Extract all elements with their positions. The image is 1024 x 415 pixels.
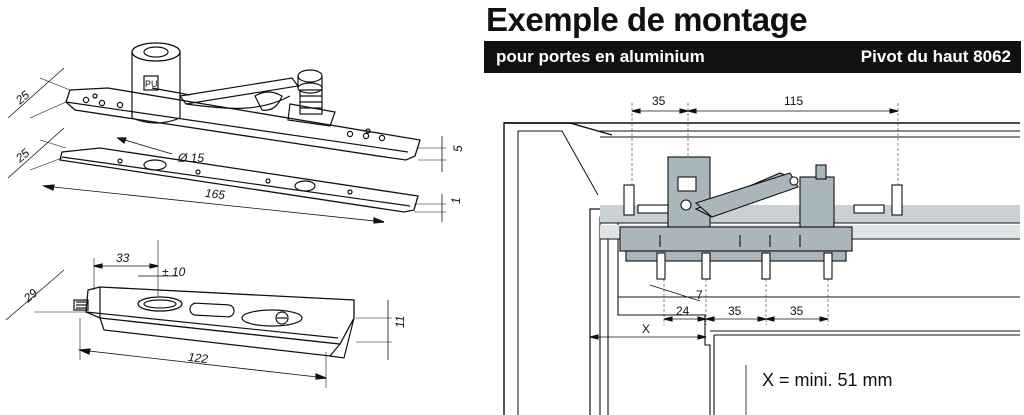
dim-35-top: 35: [652, 94, 666, 108]
subtitle-left: pour portes en aluminium: [496, 47, 705, 66]
dim-35-b: 35: [790, 304, 804, 318]
dim-24: 24: [676, 304, 690, 318]
left-drawings: 25 25 Ø 15 5 165 1 PU: [5, 42, 465, 388]
dim-diameter: Ø 15: [177, 151, 204, 165]
dim-x: X: [642, 322, 650, 336]
pivot-top-drawing: [7, 42, 446, 224]
dim-115: 115: [784, 94, 803, 108]
dim-25-lower: 25: [12, 146, 32, 166]
subtitle-right: Pivot du haut 8062: [860, 47, 1011, 66]
dim-165: 165: [204, 186, 226, 202]
dim-5: 5: [451, 145, 465, 152]
dim-29: 29: [20, 286, 40, 306]
engraving-text: PU: [145, 79, 158, 89]
dim-25-upper: 25: [12, 88, 32, 108]
dim-122: 122: [187, 350, 209, 366]
dim-35-a: 35: [728, 304, 742, 318]
mounting-drawing: [503, 103, 1020, 415]
bracket-drawing: [5, 240, 392, 388]
dim-7: 7: [696, 288, 703, 302]
page-title: Exemple de montage: [486, 1, 808, 38]
dim-1: 1: [449, 197, 463, 204]
minimum-note: X = mini. 51 mm: [762, 370, 893, 390]
header-bar: pour portes en aluminium Pivot du haut 8…: [484, 41, 1021, 73]
mounting-labels: 35 115 7 24 35 35 X: [642, 94, 804, 336]
dim-tolerance: ± 10: [162, 265, 186, 279]
dim-33: 33: [116, 251, 130, 265]
dim-11: 11: [393, 316, 407, 328]
